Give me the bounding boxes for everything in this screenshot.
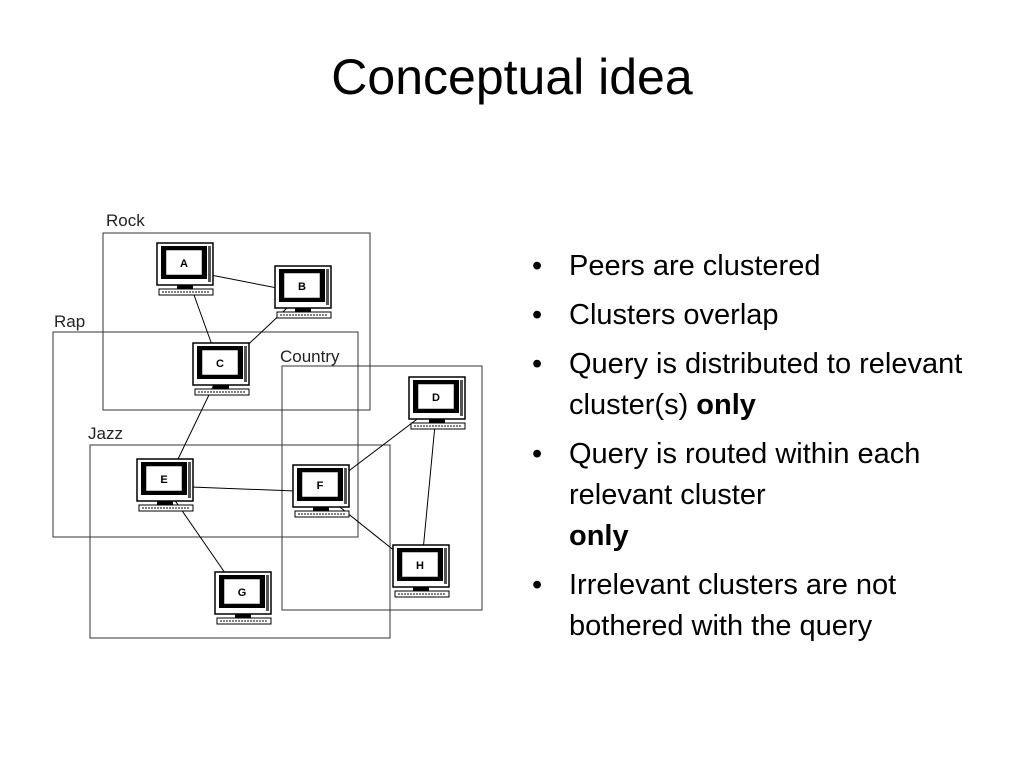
computer-icon (214, 571, 272, 625)
peer-node-a: A (156, 242, 214, 296)
computer-icon (392, 544, 450, 598)
peer-label: H (416, 560, 424, 572)
bullet-emphasis: only (569, 520, 629, 552)
peer-node-h: H (392, 544, 450, 598)
bullet-item: Irrelevant clusters are not bothered wit… (530, 565, 1000, 647)
cluster-label-country: Country (280, 347, 340, 366)
cluster-box-country (281, 365, 483, 611)
computer-icon (192, 342, 250, 396)
computer-icon (292, 464, 350, 518)
peer-label: D (432, 392, 440, 404)
bullet-text: Clusters overlap (569, 299, 779, 331)
peer-node-f: F (292, 464, 350, 518)
bullet-item: Query is distributed to relevant cluster… (530, 344, 1000, 426)
peer-label: G (238, 587, 247, 599)
bullet-text: Query is distributed to relevant cluster… (569, 348, 963, 421)
bullet-text: Query is routed within each relevant clu… (569, 438, 921, 511)
peer-label: E (160, 474, 167, 486)
computer-icon (156, 242, 214, 296)
cluster-box-jazz (89, 444, 391, 639)
bullet-text: Peers are clustered (569, 250, 821, 282)
slide-title: Conceptual idea (331, 49, 693, 105)
peer-label: C (216, 358, 224, 370)
peer-label: B (298, 281, 306, 293)
edge-D-H (420, 403, 438, 573)
peer-node-d: D (408, 376, 466, 430)
peer-node-c: C (192, 342, 250, 396)
bullet-emphasis: only (696, 389, 756, 421)
computer-icon (408, 376, 466, 430)
computer-icon (274, 265, 332, 319)
peer-label: F (317, 480, 324, 492)
bullet-text: Irrelevant clusters are not bothered wit… (569, 569, 897, 642)
peer-label: A (180, 258, 188, 270)
bullet-item: Peers are clustered (530, 246, 1000, 287)
peer-node-g: G (214, 571, 272, 625)
bullet-item: Query is routed within each relevant clu… (530, 434, 1000, 557)
cluster-label-rap: Rap (54, 312, 85, 331)
bullet-list: Peers are clustered Clusters overlap Que… (530, 246, 1000, 655)
bullet-item: Clusters overlap (530, 295, 1000, 336)
computer-icon (136, 458, 194, 512)
cluster-label-jazz: Jazz (88, 424, 123, 443)
peer-node-e: E (136, 458, 194, 512)
cluster-label-rock: Rock (106, 211, 145, 230)
peer-node-b: B (274, 265, 332, 319)
cluster-box-rap (52, 331, 359, 538)
cluster-box-rock (102, 232, 371, 411)
